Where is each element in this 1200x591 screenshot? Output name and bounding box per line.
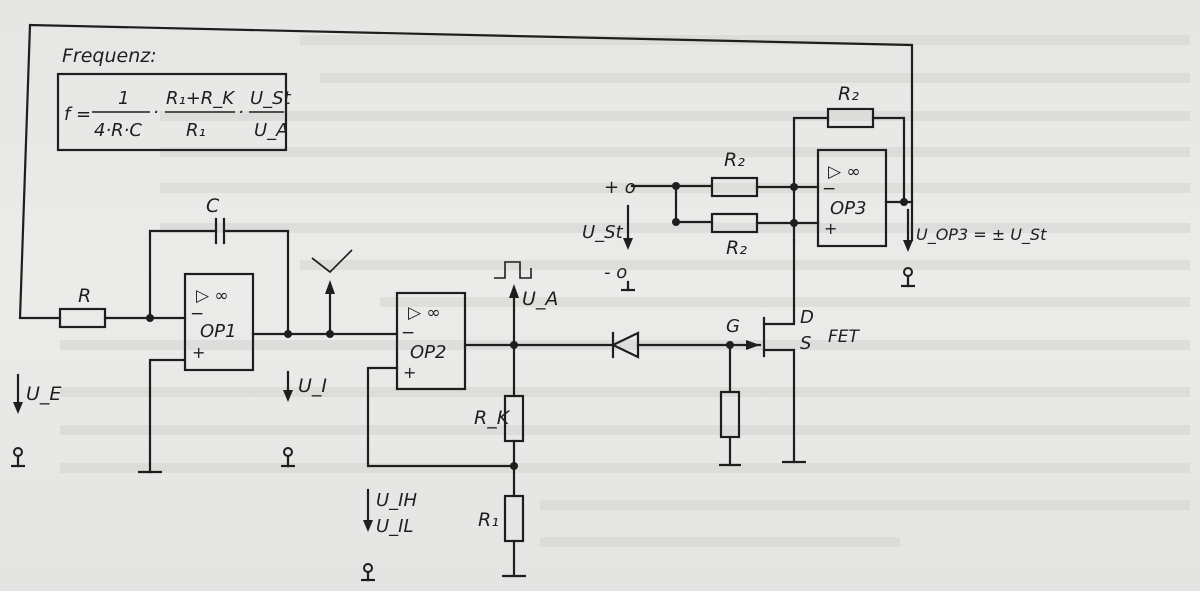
fet-source-wire <box>762 348 796 464</box>
r1-label: R₁ <box>478 509 499 531</box>
fet-type-label: FET <box>828 327 861 347</box>
arrow-down-icon <box>13 402 23 414</box>
op3-symbol: ▷ ∞ <box>828 162 861 182</box>
op2-minus: − <box>401 323 415 343</box>
capacitor-c-label: C <box>206 195 220 217</box>
plus-terminal-label: + o <box>604 177 636 198</box>
op2-plus-feedback-wire <box>366 366 516 468</box>
r2-mid-resistor <box>710 176 759 198</box>
formula-den1: 4·R·C <box>94 120 142 141</box>
cap-wire-left <box>148 229 218 320</box>
feedback-wire <box>18 23 914 320</box>
uih-label: U_IH <box>376 490 417 511</box>
r2-top-resistor <box>826 107 875 129</box>
ust-split-wire <box>674 184 714 224</box>
formula-num3: U_St <box>250 88 292 109</box>
triangle-wave-icon <box>311 249 353 274</box>
fet-gate-label: G <box>726 316 740 337</box>
terminal-circle-icon <box>903 267 913 277</box>
formula-box <box>56 72 288 152</box>
dot-operator-2: · <box>238 102 244 123</box>
op1-plus: + <box>192 343 205 362</box>
arrow-up-icon <box>325 280 335 294</box>
op3-plus: + <box>824 219 837 238</box>
ust-label: U_St <box>582 222 624 243</box>
op1-minus: − <box>190 304 204 324</box>
arrow-down-icon <box>623 238 633 250</box>
r2-top-right-wire <box>871 116 906 204</box>
junction-dot <box>900 198 908 206</box>
op3-name: OP3 <box>830 198 866 219</box>
op2-box <box>395 291 467 391</box>
arrow-down-icon <box>283 390 293 402</box>
input-resistor <box>58 307 107 329</box>
op2-name: OP2 <box>410 342 446 363</box>
cap-wire-right <box>222 229 290 336</box>
ue-label: U_E <box>26 383 61 405</box>
square-wave-icon <box>494 261 532 279</box>
arrow-up-icon <box>509 284 519 298</box>
ua-label: U_A <box>522 288 558 310</box>
op1-name: OP1 <box>200 321 236 342</box>
uop3-label: U_OP3 = ± U_St <box>916 225 1047 245</box>
fet-source-label: S <box>800 333 811 354</box>
op1-box <box>183 272 255 372</box>
junction-dot <box>284 330 292 338</box>
diode-icon <box>610 331 640 359</box>
minus-terminal-label: - o <box>604 262 627 283</box>
r2-mid-label: R₂ <box>724 149 745 171</box>
frequency-formula: Frequenz: f = 1 4·R·C · R₁+R_K R₁ · U_St… <box>56 45 292 152</box>
junction-dot <box>672 218 680 226</box>
arrow-down-icon <box>363 520 373 532</box>
fet-drain-wire <box>762 238 796 326</box>
gate-resistor <box>719 390 741 439</box>
resistor-r-label: R <box>78 285 91 307</box>
r1-resistor <box>503 494 525 543</box>
op2-plus: + <box>403 363 416 382</box>
r2-low-resistor <box>710 212 759 234</box>
r2-top-left-wire <box>792 116 830 189</box>
arrow-down-icon <box>903 240 913 252</box>
formula-title: Frequenz: <box>62 45 157 67</box>
triangle-wave-seg <box>311 257 331 273</box>
rk-label: R_K <box>474 407 511 429</box>
terminal-circle-icon <box>283 447 293 457</box>
terminal-circle-icon <box>363 563 373 573</box>
formula-den2: R₁ <box>186 120 206 141</box>
fet-drain-label: D <box>800 307 814 328</box>
formula-den3: U_A <box>254 120 289 141</box>
uil-label: U_IL <box>376 516 414 537</box>
formula-lhs: f = <box>64 104 91 125</box>
ui-label: U_I <box>298 375 327 397</box>
op3-minus: − <box>822 179 836 199</box>
op2-symbol: ▷ ∞ <box>408 303 441 323</box>
op3-box <box>816 148 888 248</box>
terminal-circle-icon <box>13 447 23 457</box>
op1-symbol: ▷ ∞ <box>196 286 229 306</box>
op1-plus-to-ground <box>148 358 187 474</box>
formula-num2: R₁+R_K <box>166 88 235 109</box>
junction-dot <box>510 462 518 470</box>
r2-top-label: R₂ <box>838 83 859 105</box>
formula-num1: 1 <box>118 88 129 109</box>
r2-low-label: R₂ <box>726 237 747 259</box>
dot-operator: · <box>153 102 159 123</box>
gate-arrow-icon <box>746 340 760 350</box>
